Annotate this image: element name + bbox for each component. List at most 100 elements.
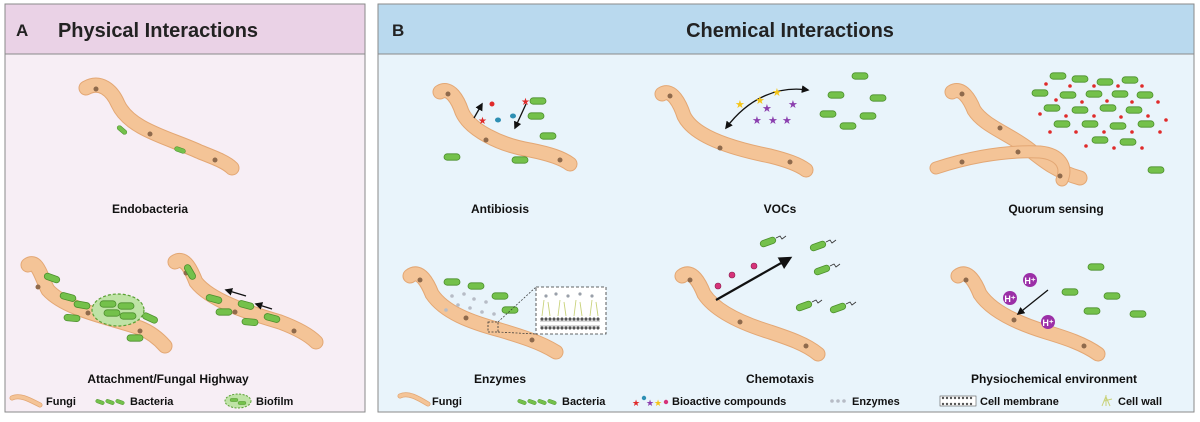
- bacterium: [1121, 76, 1139, 84]
- legend-biofilm-icon: [224, 393, 252, 409]
- enzymes-illustration: [402, 266, 607, 360]
- zoom-target: [487, 321, 499, 333]
- legend-fungi-icon: [9, 394, 43, 408]
- attractant: [728, 271, 736, 279]
- nucleus: [959, 91, 965, 97]
- bacterium: [859, 112, 877, 120]
- nucleus: [717, 145, 723, 151]
- nucleus: [291, 328, 297, 334]
- fungal-hypha-fill: [951, 267, 1105, 361]
- svg-text:★: ★: [646, 398, 654, 408]
- bacterium: [1081, 120, 1099, 128]
- bacterium: [1119, 138, 1137, 146]
- bacterium: [1031, 89, 1049, 97]
- panel-a-header: [4, 3, 366, 55]
- attached-bacterium: [63, 313, 81, 323]
- bacterium: [511, 156, 529, 164]
- bacterium: [1137, 120, 1155, 128]
- legend-b: Fungi Bacteria ★ ★ ★ Bioactive compounds…: [397, 392, 1162, 408]
- bacterium: [1129, 310, 1147, 318]
- bacterium: [1053, 120, 1071, 128]
- attached-bacterium: [215, 308, 233, 316]
- yellow-star-icon: ★: [735, 99, 745, 111]
- bacterium: [1103, 292, 1121, 300]
- attached-bacterium: [241, 317, 259, 327]
- svg-text:H⁺: H⁺: [1024, 276, 1035, 286]
- flagellated-bacterium: [758, 235, 787, 249]
- bacterium: [819, 110, 837, 118]
- enzyme-dots: [444, 292, 496, 316]
- movement-arrow: [254, 302, 273, 310]
- bacterium: [529, 97, 547, 105]
- bacterium: [1096, 78, 1114, 86]
- proton: H⁺: [1041, 315, 1055, 329]
- nucleus: [1015, 149, 1021, 155]
- nucleus: [803, 343, 809, 349]
- attachment-illustration-right: [167, 252, 324, 350]
- vocs-illustration: ★ ★ ★ ★ ★ ★ ★ ★: [654, 72, 887, 178]
- svg-text:★: ★: [654, 398, 662, 408]
- bacterium: [443, 278, 461, 286]
- label-antibiosis: Antibiosis: [471, 202, 529, 216]
- bacterium: [443, 153, 461, 161]
- nucleus: [687, 277, 693, 283]
- fungal-hypha-fill: [675, 267, 825, 361]
- purple-star-icon: ★: [762, 103, 772, 115]
- bacterium: [869, 94, 887, 102]
- bacterium: [839, 122, 857, 130]
- bacterium: [1087, 263, 1105, 271]
- proton: H⁺: [1003, 291, 1017, 305]
- legend-a: Fungi Bacteria Biofilm: [9, 393, 293, 409]
- legend-enzymes-icon: [830, 399, 846, 403]
- legend-fungi: Fungi: [432, 396, 462, 408]
- legend-enzymes: Enzymes: [852, 396, 900, 408]
- compound-blue: [495, 117, 501, 123]
- nucleus: [557, 157, 563, 163]
- attachment-illustration-left: [20, 256, 173, 354]
- label-enzymes: Enzymes: [474, 372, 526, 386]
- bacterium: [1111, 90, 1129, 98]
- biofilm-bacterium: [99, 300, 117, 308]
- legend-fungi: Fungi: [46, 396, 76, 408]
- flagellated-bacterium: [812, 263, 841, 277]
- exchange-arrow: [725, 85, 810, 130]
- bacterium: [1043, 104, 1061, 112]
- bacterium: [491, 292, 509, 300]
- purple-star-icon: ★: [752, 115, 762, 127]
- antibiosis-illustration: ★ ★: [432, 83, 578, 172]
- proton: H⁺: [1023, 273, 1037, 287]
- nucleus: [212, 157, 218, 163]
- legend-cellwall-icon: [1101, 395, 1113, 407]
- bacterium: [1061, 288, 1079, 296]
- label-endobacteria: Endobacteria: [112, 202, 188, 216]
- label-vocs: VOCs: [764, 202, 797, 216]
- bacterium: [1071, 75, 1089, 83]
- nucleus: [667, 93, 673, 99]
- quorum-illustration: [929, 72, 1168, 187]
- bacterium: [1049, 72, 1067, 80]
- bacterium: [1099, 104, 1117, 112]
- yellow-star-icon: ★: [755, 95, 765, 107]
- label-attachment: Attachment/Fungal Highway: [87, 372, 249, 386]
- panel-a-letter: A: [16, 21, 28, 40]
- bacterium: [1071, 106, 1089, 114]
- nucleus: [1081, 343, 1087, 349]
- compound-red: [489, 101, 495, 107]
- nucleus: [147, 131, 153, 137]
- legend-cell-wall: Cell wall: [1118, 396, 1162, 408]
- nucleus: [737, 319, 743, 325]
- legend-bacteria: Bacteria: [130, 396, 174, 408]
- compound-blue: [510, 113, 516, 119]
- bacterium: [1083, 307, 1101, 315]
- purple-star-icon: ★: [768, 115, 778, 127]
- nucleus: [35, 284, 41, 290]
- physiochemical-illustration: H⁺ H⁺ H⁺: [950, 263, 1147, 362]
- nucleus: [959, 159, 965, 165]
- bacterium: [1059, 91, 1077, 99]
- nucleus: [1011, 317, 1017, 323]
- bacterium: [527, 112, 545, 120]
- label-chemotaxis: Chemotaxis: [746, 372, 814, 386]
- svg-text:★: ★: [632, 398, 640, 408]
- panel-a-body: [4, 3, 366, 413]
